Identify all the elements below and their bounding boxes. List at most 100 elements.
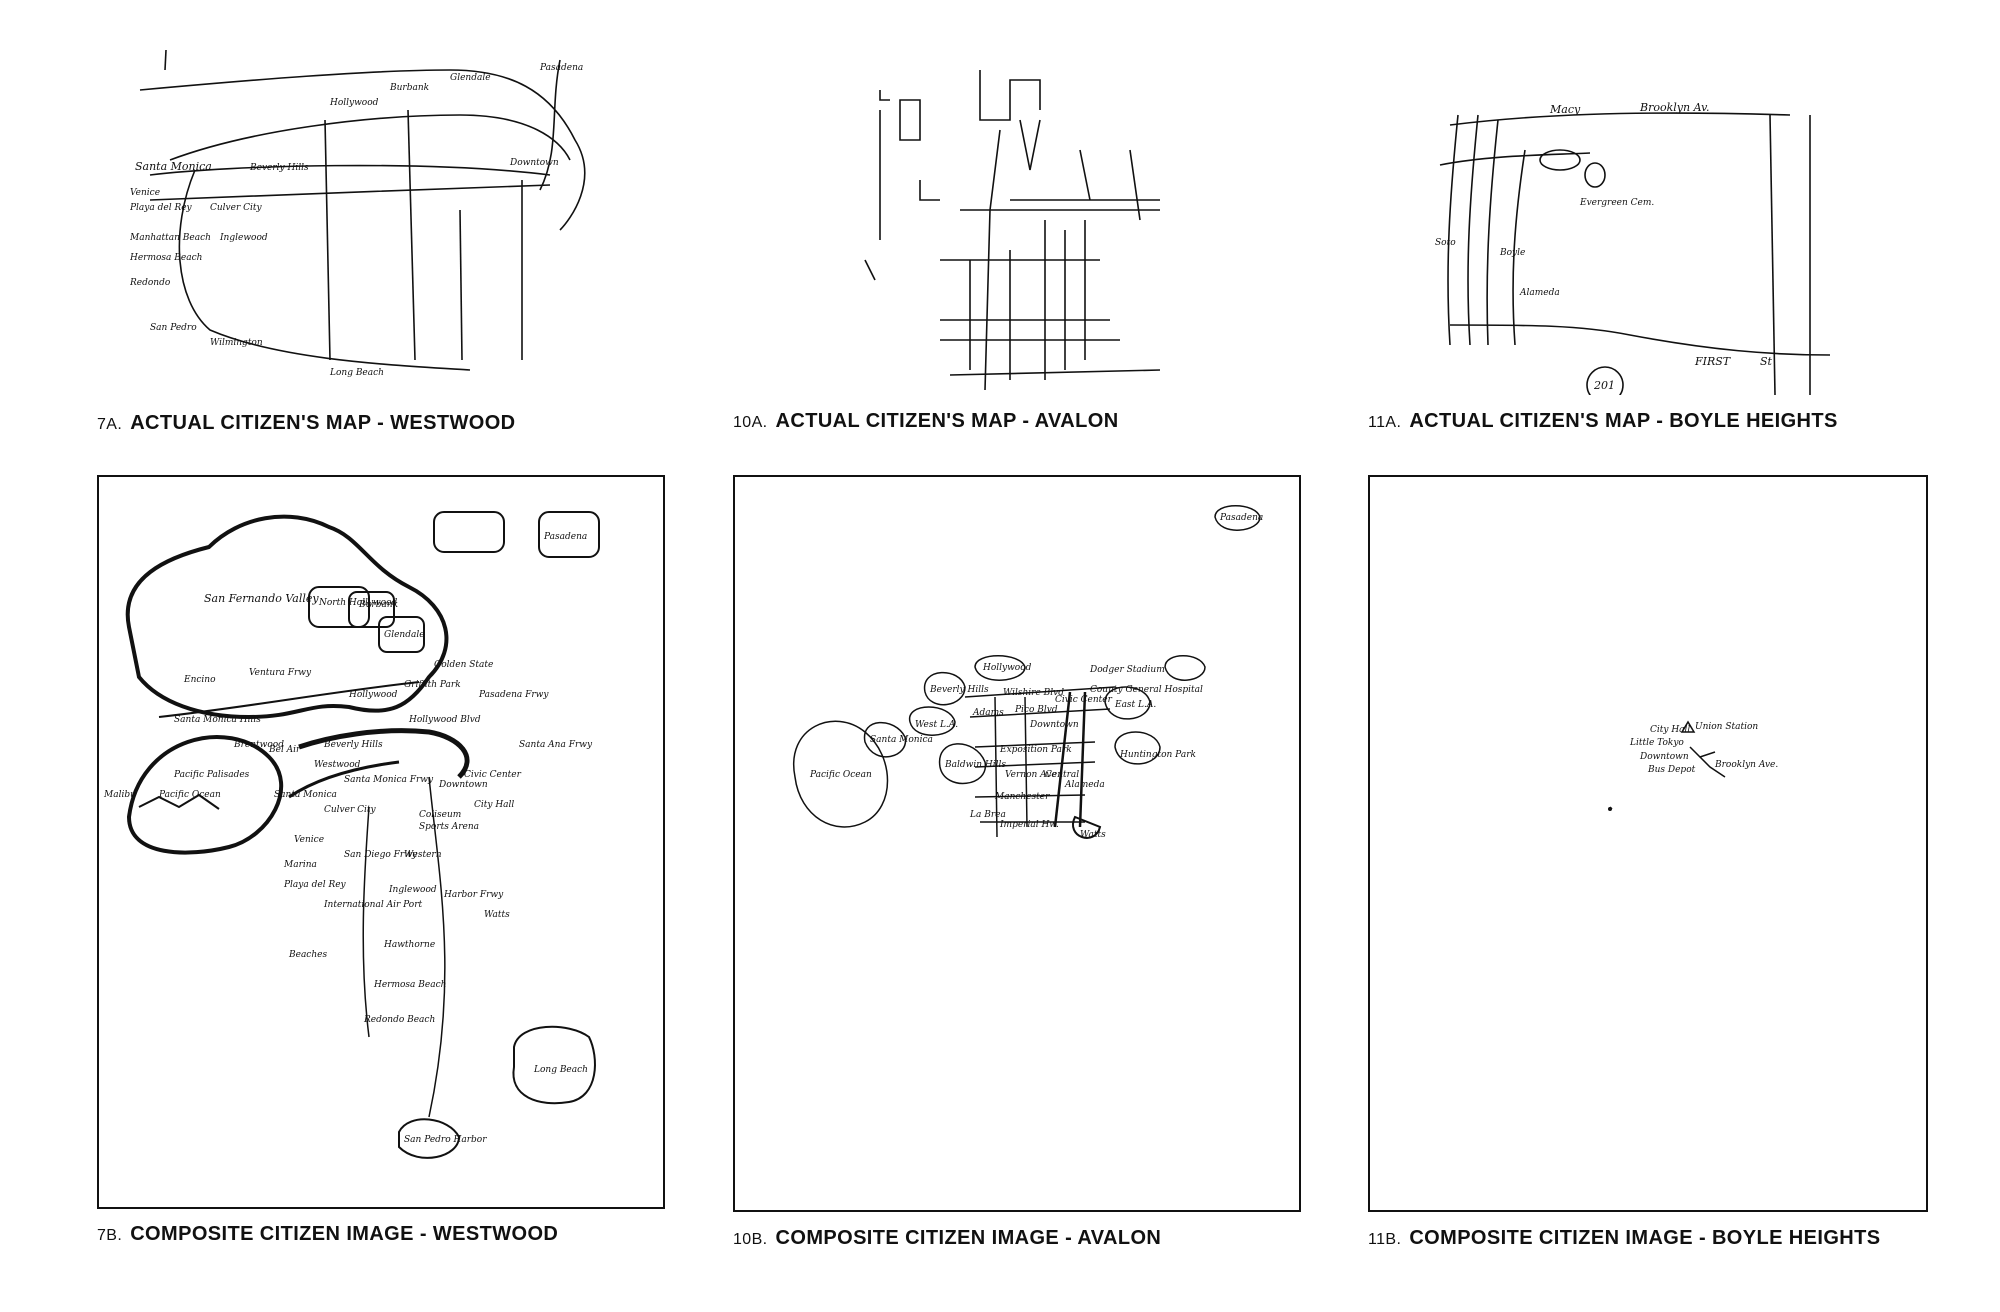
- svg-text:Watts: Watts: [484, 910, 510, 920]
- svg-text:Playa del Rey: Playa del Rey: [130, 203, 193, 213]
- svg-text:Macy: Macy: [1549, 103, 1581, 116]
- svg-text:Pasadena Frwy: Pasadena Frwy: [478, 690, 549, 700]
- svg-text:Redondo Beach: Redondo Beach: [363, 1015, 435, 1025]
- map-11a-handwriting: Macy Brooklyn Av. FIRST St Soto Boyle Al…: [1435, 101, 1773, 392]
- svg-text:Hollywood Blvd: Hollywood Blvd: [408, 715, 481, 725]
- svg-text:Marina: Marina: [283, 860, 317, 870]
- svg-text:Golden State: Golden State: [434, 660, 493, 670]
- svg-text:Burbank: Burbank: [358, 600, 398, 610]
- svg-text:Hermosa Beach: Hermosa Beach: [130, 253, 202, 263]
- svg-text:Brentwood: Brentwood: [233, 740, 284, 750]
- caption-11b: 11B.COMPOSITE CITIZEN IMAGE - BOYLE HEIG…: [1368, 1227, 1881, 1249]
- svg-text:Pasadena: Pasadena: [539, 63, 583, 73]
- svg-text:Downtown: Downtown: [1029, 720, 1079, 730]
- svg-text:Downtown: Downtown: [509, 158, 559, 168]
- svg-text:St: St: [1760, 355, 1773, 368]
- frame-11b-boyle-heights: City Hall Union Station Little Tokyo Bro…: [1368, 475, 1928, 1212]
- svg-text:North Hollywood: North Hollywood: [318, 598, 398, 608]
- svg-text:Hollywood: Hollywood: [982, 663, 1032, 673]
- svg-text:Soto: Soto: [1435, 238, 1456, 248]
- svg-text:Pacific Ocean: Pacific Ocean: [158, 790, 221, 800]
- map-10b-drawing: Pacific Ocean Santa Monica West L.A. Bev…: [792, 505, 1263, 840]
- svg-text:County General Hospital: County General Hospital: [1090, 685, 1203, 695]
- svg-text:201: 201: [1593, 379, 1615, 392]
- map-10a-avalon: [864, 70, 1161, 391]
- svg-text:Central: Central: [1045, 770, 1079, 780]
- svg-text:Santa Monica Frwy: Santa Monica Frwy: [344, 775, 434, 785]
- svg-text:Playa del Rey: Playa del Rey: [283, 880, 347, 890]
- svg-text:Sports Arena: Sports Arena: [419, 822, 479, 832]
- svg-text:Hollywood: Hollywood: [348, 690, 398, 700]
- caption-11a: 11A.ACTUAL CITIZEN'S MAP - BOYLE HEIGHTS: [1368, 410, 1838, 432]
- svg-text:Civic Center: Civic Center: [1055, 695, 1113, 705]
- svg-text:Venice: Venice: [294, 835, 324, 845]
- svg-text:East L.A.: East L.A.: [1114, 700, 1156, 710]
- svg-text:Downtown: Downtown: [1639, 752, 1689, 762]
- svg-text:Bel Air: Bel Air: [268, 745, 301, 755]
- svg-text:Santa Monica: Santa Monica: [870, 735, 933, 745]
- svg-text:Beverly Hills: Beverly Hills: [929, 685, 989, 695]
- frame-10b-avalon: Pacific Ocean Santa Monica West L.A. Bev…: [733, 475, 1301, 1212]
- svg-text:Exposition Park: Exposition Park: [999, 745, 1072, 755]
- svg-text:Santa Monica: Santa Monica: [274, 790, 337, 800]
- svg-text:San Pedro Harbor: San Pedro Harbor: [404, 1135, 487, 1145]
- svg-text:Malibu: Malibu: [103, 790, 136, 800]
- map-7b-drawing: San Fernando Valley North Hollywood Burb…: [103, 511, 600, 1159]
- svg-text:Wilmington: Wilmington: [210, 338, 263, 348]
- svg-text:Griffith Park: Griffith Park: [404, 680, 461, 690]
- svg-text:Alameda: Alameda: [1519, 288, 1560, 298]
- svg-text:Glendale: Glendale: [450, 73, 491, 83]
- svg-text:Santa Ana Frwy: Santa Ana Frwy: [519, 740, 593, 750]
- svg-text:Manhattan Beach: Manhattan Beach: [130, 233, 211, 243]
- svg-text:Santa Monica Hills: Santa Monica Hills: [174, 715, 261, 725]
- caption-10a: 10A.ACTUAL CITIZEN'S MAP - AVALON: [733, 410, 1119, 432]
- map-11a-boyle-heights: Macy Brooklyn Av. FIRST St Soto Boyle Al…: [1435, 101, 1831, 395]
- svg-text:San Pedro: San Pedro: [150, 323, 197, 333]
- svg-text:Pasadena: Pasadena: [543, 532, 587, 542]
- svg-text:San Diego Frwy: San Diego Frwy: [344, 850, 418, 860]
- svg-text:Pacific Palisades: Pacific Palisades: [173, 770, 250, 780]
- svg-text:Inglewood: Inglewood: [388, 885, 437, 895]
- svg-text:Alameda: Alameda: [1064, 780, 1105, 790]
- map-10b-labels: Pacific Ocean Santa Monica West L.A. Bev…: [809, 513, 1263, 840]
- svg-text:Harbor Frwy: Harbor Frwy: [443, 890, 504, 900]
- svg-text:Hawthorne: Hawthorne: [383, 940, 435, 950]
- svg-text:City Hall: City Hall: [474, 800, 514, 810]
- svg-text:Culver City: Culver City: [210, 203, 263, 213]
- svg-text:Downtown: Downtown: [438, 780, 488, 790]
- svg-text:Venice: Venice: [130, 188, 160, 198]
- svg-text:Baldwin Hills: Baldwin Hills: [944, 760, 1006, 770]
- svg-text:Vernon Ave.: Vernon Ave.: [1005, 770, 1060, 780]
- map-11b-dot: [1608, 807, 1612, 811]
- svg-text:San Fernando Valley: San Fernando Valley: [204, 592, 319, 605]
- svg-text:Glendale: Glendale: [384, 630, 425, 640]
- map-7a-westwood: Santa Monica Venice Playa del Rey Culver…: [130, 49, 586, 378]
- caption-7b: 7B.COMPOSITE CITIZEN IMAGE - WESTWOOD: [97, 1223, 559, 1245]
- svg-text:Little Tokyo: Little Tokyo: [1629, 738, 1684, 748]
- svg-text:West L.A.: West L.A.: [915, 720, 958, 730]
- svg-text:International Air Port: International Air Port: [323, 900, 423, 910]
- svg-text:Pasadena: Pasadena: [1219, 513, 1263, 523]
- svg-text:Civic Center: Civic Center: [464, 770, 522, 780]
- svg-text:Long Beach: Long Beach: [533, 1065, 588, 1075]
- svg-text:Hermosa Beach: Hermosa Beach: [373, 980, 446, 990]
- svg-text:Evergreen Cem.: Evergreen Cem.: [1579, 198, 1654, 208]
- svg-text:Union Station: Union Station: [1695, 722, 1758, 732]
- svg-text:La Brea: La Brea: [969, 810, 1006, 820]
- caption-10b: 10B.COMPOSITE CITIZEN IMAGE - AVALON: [733, 1227, 1162, 1249]
- svg-text:Boyle: Boyle: [1499, 248, 1525, 258]
- svg-text:Brooklyn Ave.: Brooklyn Ave.: [1714, 760, 1778, 770]
- map-7b-labels: San Fernando Valley North Hollywood Burb…: [103, 532, 593, 1145]
- svg-text:Bus Depot: Bus Depot: [1647, 765, 1696, 775]
- svg-text:Culver City: Culver City: [324, 805, 377, 815]
- caption-7a: 7A.ACTUAL CITIZEN'S MAP - WESTWOOD: [97, 412, 516, 434]
- svg-text:Redondo: Redondo: [130, 278, 171, 288]
- svg-text:Coliseum: Coliseum: [419, 810, 461, 820]
- svg-text:Dodger Stadium: Dodger Stadium: [1089, 665, 1165, 675]
- svg-text:Encino: Encino: [183, 675, 216, 685]
- svg-text:Watts: Watts: [1080, 830, 1106, 840]
- svg-text:Adams: Adams: [972, 708, 1004, 718]
- svg-text:Ventura Frwy: Ventura Frwy: [249, 668, 312, 678]
- svg-text:Hollywood: Hollywood: [329, 98, 379, 108]
- svg-text:Burbank: Burbank: [389, 83, 429, 93]
